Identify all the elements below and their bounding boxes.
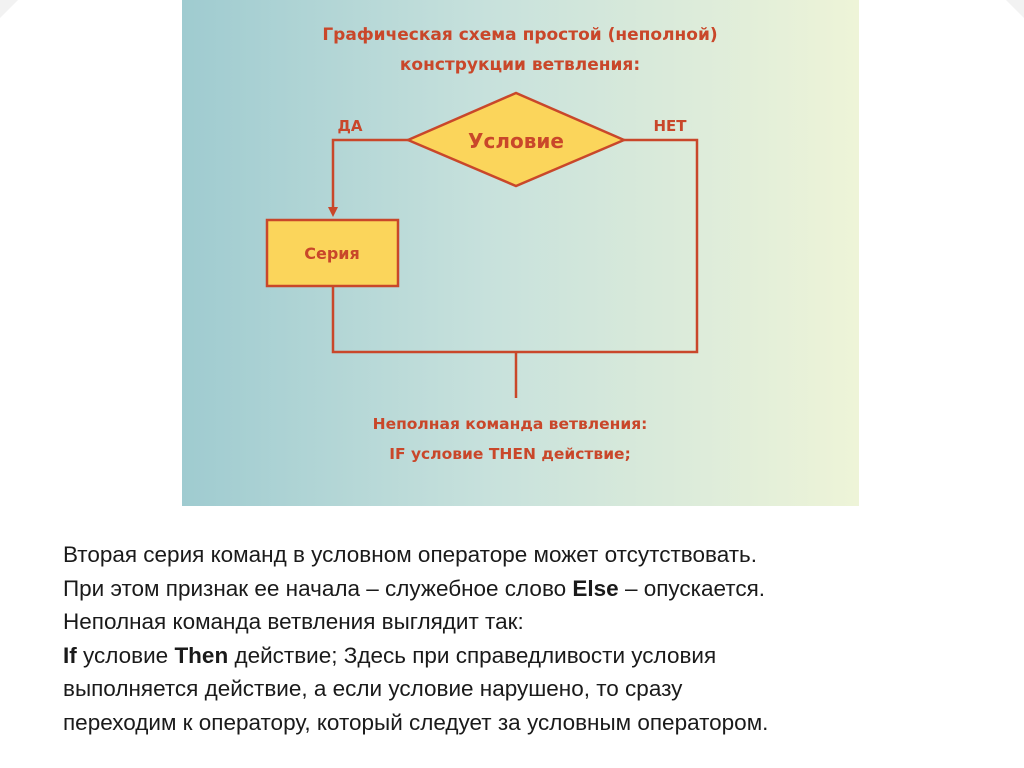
condition-label: Условие	[468, 129, 564, 153]
diagram-caption-line1: Неполная команда ветвления:	[373, 415, 648, 433]
keyword-else: Else	[572, 575, 619, 601]
no-branch-connector	[516, 138, 699, 354]
yes-branch-label: ДА	[338, 117, 363, 135]
text-line-2: При этом признак ее начала – служебное с…	[63, 572, 993, 606]
flowchart: Графическая схема простой (неполной) кон…	[265, 25, 718, 463]
text-line-6: переходим к оператору, который следует з…	[63, 709, 769, 735]
diagram-caption-line2: IF условие THEN действие;	[389, 445, 631, 463]
series-exit-connector	[331, 286, 516, 354]
text-line-3: Неполная команда ветвления выглядит так:	[63, 609, 524, 634]
yes-branch-connector	[328, 138, 408, 217]
series-box	[265, 218, 400, 288]
condition-diamond	[404, 91, 628, 188]
corner-decoration-right	[1006, 0, 1024, 18]
text-line-1: Вторая серия команд в условном операторе…	[63, 542, 758, 567]
series-label: Серия	[304, 244, 360, 263]
flowchart-panel: Графическая схема простой (неполной) кон…	[182, 0, 859, 506]
text-line-2-part-b: – опускается.	[618, 575, 766, 601]
no-branch-label: НЕТ	[653, 117, 687, 135]
text-line-4-part-a: условие	[76, 642, 175, 668]
diagram-title-line1: Графическая схема простой (неполной)	[322, 25, 717, 45]
text-line-4: If условие Then действие; Здесь при спра…	[63, 639, 993, 673]
keyword-if: If	[63, 642, 77, 668]
explanation-text: Вторая серия команд в условном операторе…	[63, 538, 993, 739]
keyword-then: Then	[174, 642, 229, 668]
corner-decoration-left	[0, 0, 18, 18]
text-line-5: выполняется действие, а если условие нар…	[63, 676, 683, 701]
text-line-4-part-b: действие; Здесь при справедливости услов…	[228, 642, 717, 668]
diagram-title-line2: конструкции ветвления:	[400, 55, 640, 75]
text-line-2-part-a: При этом признак ее начала – служебное с…	[63, 575, 573, 601]
